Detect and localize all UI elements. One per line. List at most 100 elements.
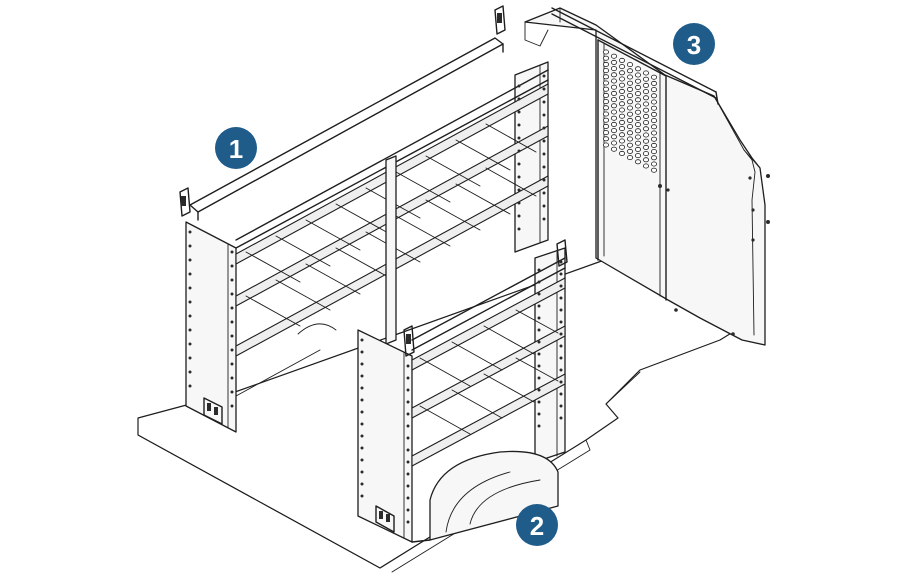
perforation-hole xyxy=(603,92,610,98)
bolt-hole xyxy=(559,320,563,324)
bolt-hole xyxy=(188,342,192,346)
perforation-hole xyxy=(611,84,618,90)
perforation-hole xyxy=(627,136,634,142)
bolt-hole xyxy=(360,374,364,378)
callout-3-badge xyxy=(673,23,715,65)
shelf-unit-long xyxy=(179,5,549,433)
bolt-hole xyxy=(230,250,234,254)
perforation-hole xyxy=(635,84,642,90)
perforation-hole xyxy=(603,105,610,111)
perforation-hole xyxy=(627,68,634,74)
perforation-hole xyxy=(627,99,634,105)
bolt-hole xyxy=(406,496,410,500)
perforation-hole xyxy=(611,72,618,78)
perforation-hole xyxy=(643,70,650,76)
perforation-hole xyxy=(643,107,650,113)
perforation-hole xyxy=(603,136,610,142)
bolt-hole xyxy=(406,412,410,416)
perforation-hole xyxy=(627,117,634,123)
perforation-hole xyxy=(611,97,618,103)
perforation-hole xyxy=(619,101,626,107)
perforation-hole xyxy=(619,57,626,63)
perforation-hole xyxy=(635,128,642,134)
perforation-hole xyxy=(643,138,650,144)
perforation-hole xyxy=(611,59,618,65)
bolt-hole xyxy=(188,356,192,360)
perforation-hole xyxy=(643,120,650,126)
bolt-hole xyxy=(542,152,546,156)
bolt-hole xyxy=(537,400,541,404)
bolt-hole xyxy=(559,260,563,264)
bolt-hole xyxy=(188,384,192,388)
bolt-hole xyxy=(559,404,563,408)
callout-1-number: 1 xyxy=(229,134,243,164)
bolt-hole xyxy=(188,286,192,290)
perforation-hole xyxy=(635,78,642,84)
perforation-hole xyxy=(611,121,618,127)
callout-2-number: 2 xyxy=(530,511,544,541)
perforation-hole xyxy=(651,118,658,124)
bolt-hole xyxy=(517,110,521,114)
perforation-hole xyxy=(627,74,634,80)
bolt-hole xyxy=(406,520,410,524)
bolt-hole xyxy=(559,308,563,312)
bolt-hole xyxy=(360,410,364,414)
callout-3-number: 3 xyxy=(687,30,701,60)
bolt-hole xyxy=(542,139,546,143)
perforation-hole xyxy=(651,105,658,111)
partition-panel xyxy=(524,7,770,346)
perforation-hole xyxy=(619,76,626,82)
bolt-hole xyxy=(517,201,521,205)
bolt-hole xyxy=(406,448,410,452)
bolt-hole xyxy=(188,244,192,248)
bolt-hole xyxy=(230,362,234,366)
perforation-hole xyxy=(619,138,626,144)
bolt-hole xyxy=(360,446,364,450)
bolt-hole xyxy=(542,126,546,130)
bolt-hole xyxy=(542,100,546,104)
bolt-hole xyxy=(230,404,234,408)
bolt-hole xyxy=(406,388,410,392)
perforation-hole xyxy=(643,126,650,132)
bolt-hole xyxy=(537,424,541,428)
bolt-hole xyxy=(559,284,563,288)
perforation-hole xyxy=(651,161,658,167)
perforation-hole xyxy=(635,91,642,97)
perforation-hole xyxy=(627,86,634,92)
bolt-hole xyxy=(537,316,541,320)
bolt-hole xyxy=(406,484,410,488)
bolt-hole xyxy=(537,292,541,296)
perforation-hole xyxy=(619,95,626,101)
perforation-hole xyxy=(643,157,650,163)
perforation-hole xyxy=(651,93,658,99)
bolt-hole xyxy=(360,350,364,354)
perforation-hole xyxy=(619,88,626,94)
bolt-hole xyxy=(559,344,563,348)
bolt-hole xyxy=(542,87,546,91)
perforation-hole xyxy=(611,53,618,59)
perforation-hole xyxy=(619,132,626,138)
bolt-hole xyxy=(542,204,546,208)
perforation-hole xyxy=(651,87,658,93)
perforation-hole xyxy=(635,109,642,115)
bolt-hole xyxy=(406,460,410,464)
perforation-hole xyxy=(619,119,626,125)
bolt-hole xyxy=(360,422,364,426)
bolt-hole xyxy=(517,97,521,101)
bolt-hole xyxy=(537,340,541,344)
perforation-hole xyxy=(611,78,618,84)
bolt-hole xyxy=(537,268,541,272)
perforation-hole xyxy=(651,149,658,155)
bolt-hole xyxy=(406,364,410,368)
perforation-hole xyxy=(627,124,634,130)
bolt-hole xyxy=(360,470,364,474)
bolt-hole xyxy=(537,304,541,308)
perforation-hole xyxy=(635,153,642,159)
perforation-hole xyxy=(635,115,642,121)
perforation-hole xyxy=(651,155,658,161)
perforation-hole xyxy=(627,148,634,154)
bolt-hole xyxy=(542,217,546,221)
perforation-hole xyxy=(627,62,634,68)
bolt-hole xyxy=(537,376,541,380)
bolt-hole xyxy=(360,434,364,438)
